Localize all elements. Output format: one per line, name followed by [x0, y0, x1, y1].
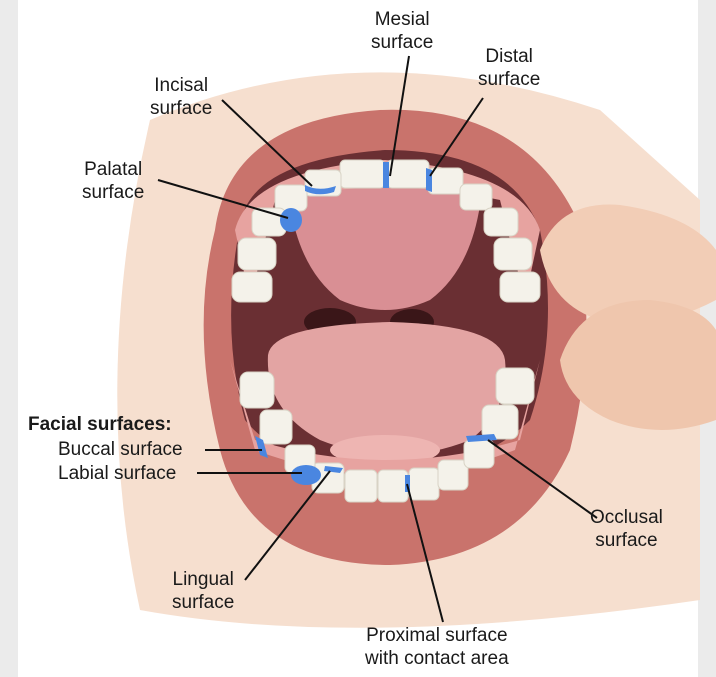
- distal-highlight: [426, 168, 432, 192]
- labial-label: Labial surface: [58, 463, 177, 484]
- highlighted-surfaces: [255, 162, 497, 492]
- buccal-highlight: [255, 436, 268, 458]
- leader-lines: [157, 55, 598, 623]
- lingual-leader: [244, 470, 331, 581]
- palatal-leader: [157, 179, 289, 219]
- proximal-label-line2: with contact area: [365, 648, 509, 669]
- distal-label: Distal surface: [478, 45, 540, 91]
- mesial-label-line1: Mesial: [374, 9, 430, 30]
- distal-label-line1: Distal: [485, 46, 533, 67]
- proximal-leader: [406, 483, 444, 623]
- occlusal-label-line2: surface: [595, 530, 658, 551]
- distal-leader: [429, 97, 484, 177]
- incisal-leader: [221, 99, 313, 187]
- buccal-label: Buccal surface: [58, 439, 183, 460]
- proximal-label: Proximal surface with contact area: [365, 624, 509, 670]
- proximal-label-line1: Proximal surface: [366, 625, 508, 646]
- occlusal-label: Occlusal surface: [590, 506, 663, 552]
- palatal-label: Palatal surface: [82, 158, 144, 204]
- incisal-label-line1: Incisal: [154, 75, 209, 96]
- mesial-leader: [389, 55, 410, 177]
- labial-highlight: [291, 465, 321, 485]
- palatal-label-line2: surface: [82, 182, 145, 203]
- occlusal-leader: [487, 439, 598, 519]
- lingual-label-line2: surface: [172, 592, 235, 613]
- mesial-highlight: [383, 162, 389, 188]
- incisal-label: Incisal surface: [150, 74, 212, 120]
- mesial-label: Mesial surface: [371, 8, 433, 54]
- palatal-highlight: [280, 208, 302, 232]
- mesial-label-line2: surface: [371, 32, 434, 53]
- upper-finger: [540, 204, 716, 323]
- incisal-label-line2: surface: [150, 98, 213, 119]
- occlusal-label-line1: Occlusal: [590, 507, 663, 528]
- palatal-label-line1: Palatal: [84, 159, 143, 180]
- distal-label-line2: surface: [478, 69, 541, 90]
- lingual-label: Lingual surface: [172, 568, 234, 614]
- palate: [290, 178, 480, 310]
- upper-teeth: [231, 159, 541, 303]
- tongue: [267, 322, 506, 455]
- tongue-tip: [330, 435, 440, 465]
- facial-surfaces-heading: Facial surfaces:: [28, 414, 172, 435]
- lingual-label-line1: Lingual: [172, 569, 234, 590]
- incisal-highlight: [305, 185, 336, 195]
- lower-finger: [560, 300, 716, 430]
